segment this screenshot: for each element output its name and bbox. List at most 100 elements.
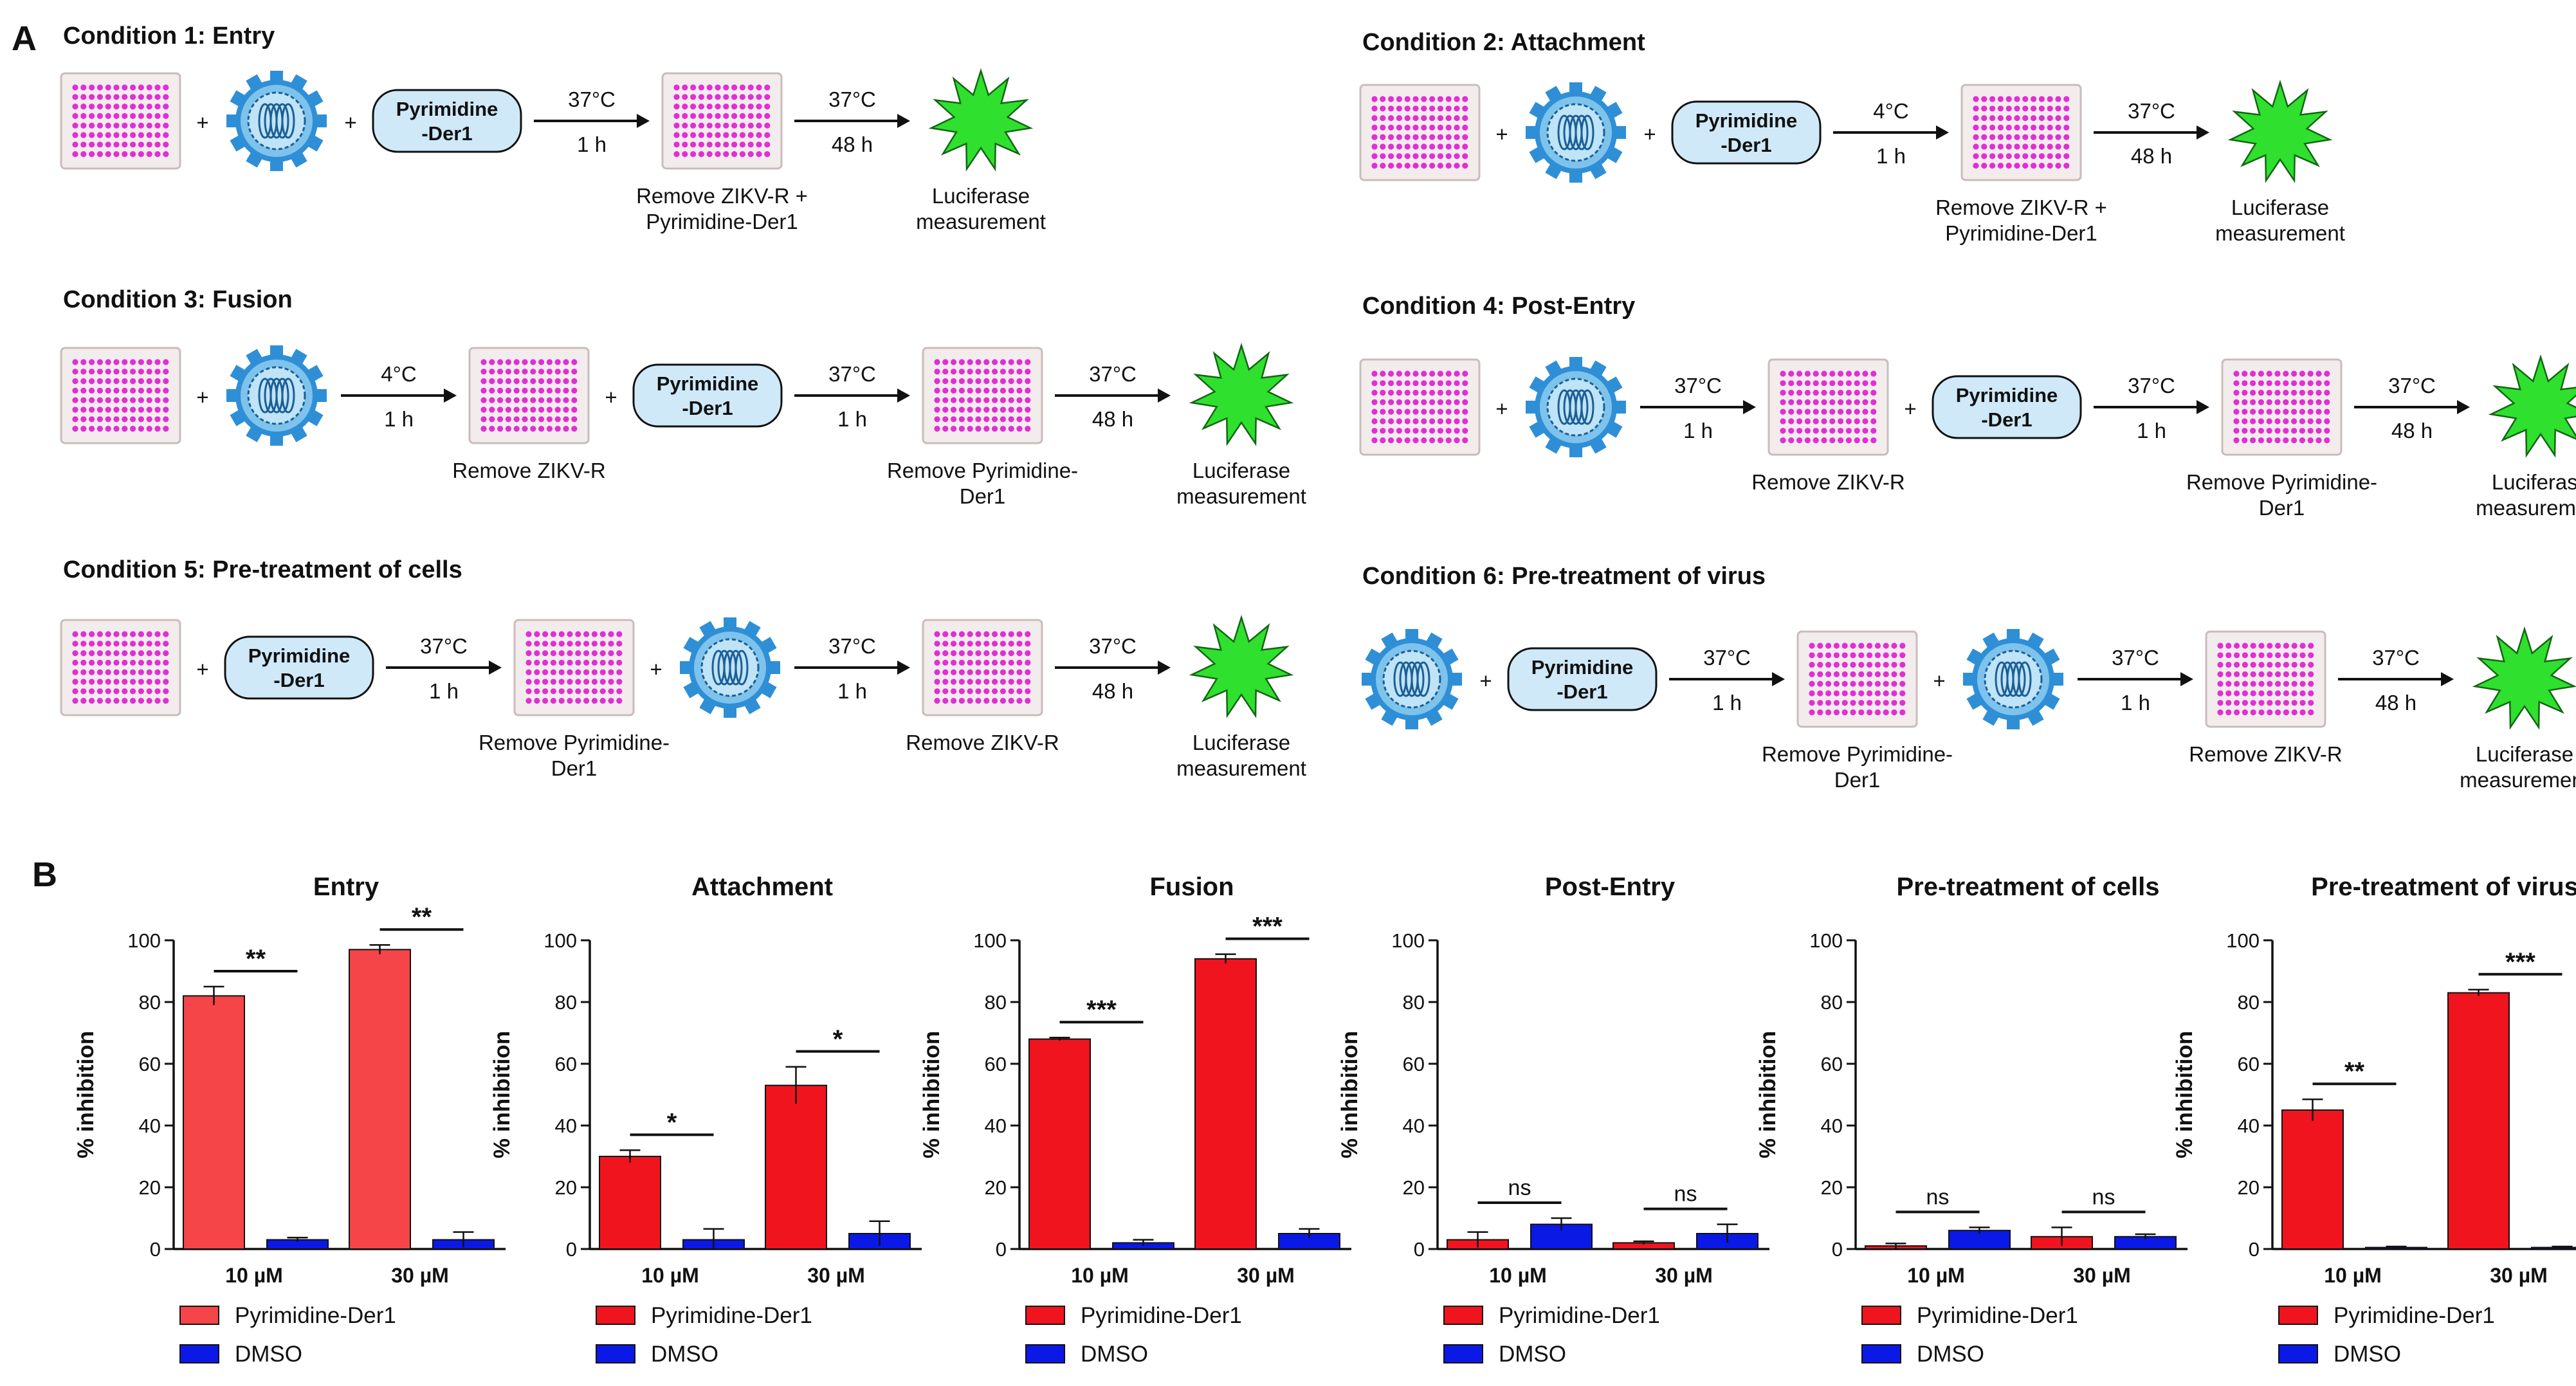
significance-marker: *** (1086, 996, 1117, 1024)
well-plate-icon (2221, 358, 2343, 456)
step-caption: Pyrimidine-Der1 (1945, 221, 2097, 245)
step-arrow: 37°C48 h (1055, 362, 1171, 431)
step-temperature: 37°C (1674, 374, 1722, 397)
legend-swatch (1025, 1306, 1065, 1325)
step-duration: 48 h (2375, 691, 2416, 715)
plus-sign: + (605, 385, 617, 409)
step-caption: Luciferase (2231, 196, 2329, 219)
plus-sign: + (196, 385, 208, 409)
y-tick-label: 40 (1403, 1115, 1425, 1137)
significance-marker: ** (412, 903, 432, 931)
y-tick-label: 100 (544, 929, 577, 952)
y-tick-label: 40 (2238, 1115, 2260, 1137)
x-category-label: 30 µM (807, 1264, 865, 1287)
y-axis-label: % inhibition (1755, 1031, 1780, 1158)
drug-label: -Der1 (1981, 408, 2032, 431)
legend-swatch (596, 1344, 635, 1363)
step-caption: Pyrimidine-Der1 (646, 210, 798, 233)
step-arrow: 37°C1 h (386, 634, 502, 703)
well-plate-icon (1359, 84, 1481, 181)
legend-swatch (1861, 1344, 1901, 1363)
virus-icon (1526, 357, 1626, 457)
step-temperature: 37°C (1089, 362, 1137, 386)
step-caption: measurement (916, 210, 1046, 233)
well-plate-icon (60, 619, 181, 716)
step-temperature: 37°C (1089, 634, 1137, 658)
y-axis-label: % inhibition (489, 1031, 515, 1158)
step-duration: 48 h (2391, 419, 2433, 442)
x-category-label: 10 µM (1907, 1264, 1965, 1287)
drug-label: -Der1 (421, 122, 472, 145)
y-tick-label: 80 (555, 991, 577, 1014)
panel-a-label: A (12, 19, 37, 58)
drug-label: -Der1 (1557, 680, 1607, 703)
significance-marker: * (833, 1025, 843, 1053)
well-plate-icon (60, 347, 181, 444)
step-arrow: 37°C1 h (534, 87, 650, 156)
drug-label: -Der1 (1721, 134, 1771, 156)
well-plate-icon (1796, 630, 1918, 728)
legend-label: DMSO (1499, 1342, 1566, 1367)
step-duration: 1 h (2137, 419, 2166, 442)
luciferase-burst-icon (2488, 354, 2576, 458)
condition-6: Condition 6: Pre-treatment of virus+Pyri… (1362, 563, 2576, 792)
y-axis-label: % inhibition (2172, 1031, 2197, 1158)
legend-swatch (596, 1306, 635, 1325)
legend-swatch (1025, 1344, 1065, 1363)
legend-label: Pyrimidine-Der1 (2334, 1303, 2495, 1328)
y-axis-label: % inhibition (1337, 1031, 1362, 1158)
step-arrow: 37°C1 h (794, 362, 910, 431)
step-caption: Remove ZIKV-R (1751, 470, 1905, 494)
x-category-label: 30 µM (1237, 1264, 1295, 1287)
y-tick-label: 80 (1403, 991, 1425, 1014)
pyrimidine-der1-box: Pyrimidine-Der1 (1671, 100, 1822, 165)
step-temperature: 37°C (2388, 374, 2436, 397)
step-duration: 1 h (2121, 691, 2150, 715)
plus-sign: + (1495, 122, 1508, 146)
step-caption: Luciferase (1192, 459, 1290, 482)
step-arrow: 4°C1 h (341, 362, 457, 431)
plus-sign: + (1904, 397, 1916, 421)
step-arrow: 37°C48 h (794, 87, 910, 156)
y-tick-label: 20 (2238, 1176, 2260, 1199)
x-category-label: 30 µM (2490, 1264, 2548, 1287)
step-caption: Der1 (960, 484, 1006, 508)
y-tick-label: 60 (1821, 1053, 1843, 1075)
condition-title: Condition 5: Pre-treatment of cells (63, 556, 462, 583)
step-arrow: 37°C48 h (2094, 99, 2209, 168)
y-tick-label: 40 (985, 1115, 1007, 1137)
step-duration: 48 h (832, 132, 873, 156)
step-caption: Remove Pyrimidine- (1762, 742, 1953, 766)
step-caption: measurement (2215, 221, 2345, 245)
step-caption: Luciferase (2476, 742, 2573, 766)
well-plate-icon (60, 72, 181, 170)
step-temperature: 37°C (420, 634, 468, 658)
well-plate-icon (1768, 358, 1889, 456)
x-category-label: 10 µM (1071, 1264, 1129, 1287)
y-tick-label: 20 (985, 1176, 1007, 1199)
drug-label: Pyrimidine (1531, 656, 1634, 679)
step-caption: Der1 (1834, 768, 1881, 792)
condition-title: Condition 1: Entry (63, 23, 275, 50)
bar-pyrimidine-der1-1 (765, 1084, 827, 1250)
bar-pyrimidine-der1-0 (599, 1156, 661, 1250)
virus-icon (1963, 629, 2063, 729)
step-caption: measurement (1176, 756, 1306, 780)
legend-swatch (1443, 1306, 1483, 1325)
chart-title: Attachment (691, 873, 833, 901)
plus-sign: + (1643, 122, 1656, 146)
well-plate-icon (468, 347, 590, 444)
plus-sign: + (344, 111, 356, 134)
y-tick-label: 40 (555, 1115, 577, 1137)
y-tick-label: 80 (985, 991, 1007, 1014)
step-temperature: 37°C (2372, 646, 2420, 670)
x-category-label: 10 µM (2324, 1264, 2382, 1287)
step-temperature: 37°C (2128, 374, 2175, 397)
y-tick-label: 100 (1809, 929, 1843, 952)
significance-marker: ** (246, 945, 266, 973)
